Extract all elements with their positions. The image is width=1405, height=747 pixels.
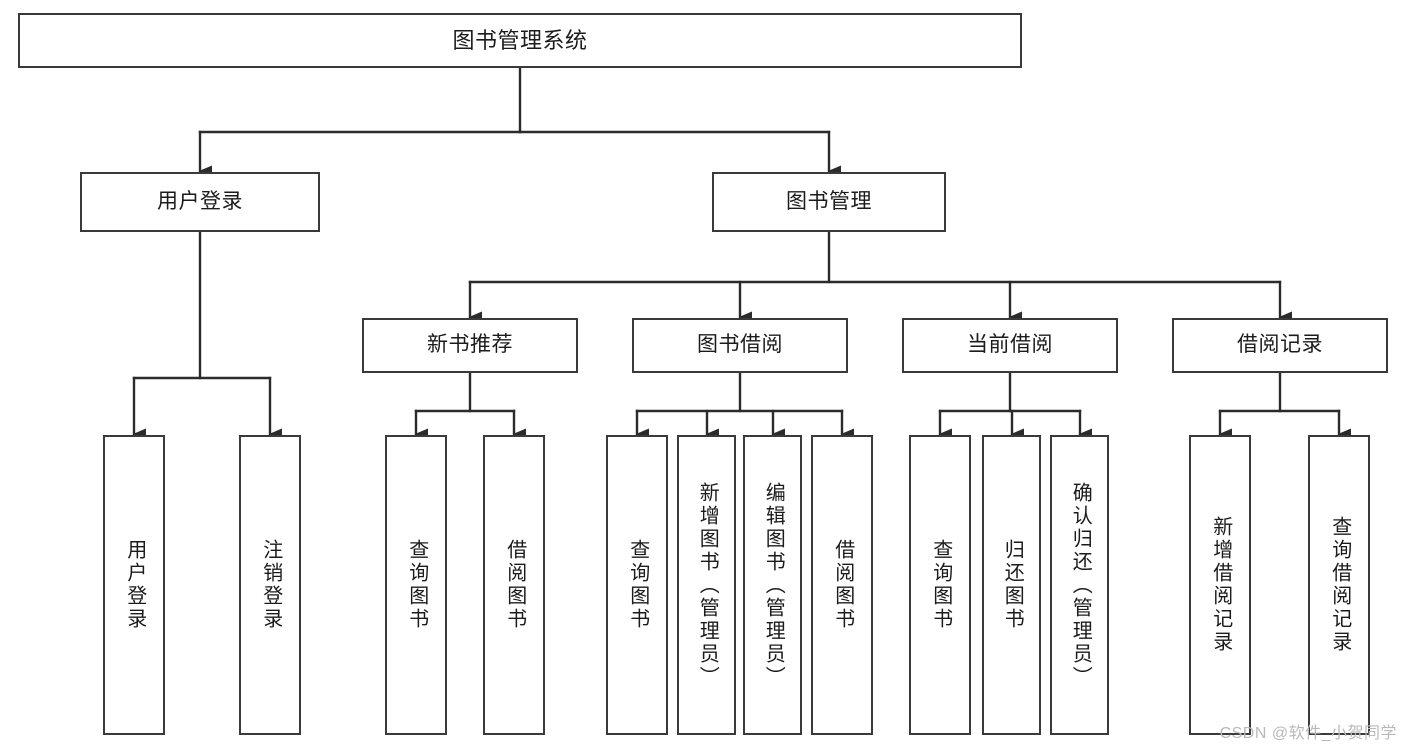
node-label: 用户登录: [123, 539, 146, 631]
node-label: 查询图书: [929, 539, 952, 631]
node-query-borrowing-record[interactable]: 查询借阅记录: [1308, 435, 1370, 735]
node-label: 用户登录: [157, 189, 243, 213]
node-query-book-borrowing[interactable]: 查询图书: [606, 435, 668, 735]
node-book-management[interactable]: 图书管理: [712, 172, 946, 232]
node-label: 新增图书（管理员）: [696, 481, 719, 689]
node-label: 查询图书: [405, 539, 428, 631]
node-label: 归还图书: [1001, 539, 1024, 631]
node-label: 编辑图书（管理员）: [762, 481, 785, 689]
node-label: 查询借阅记录: [1328, 516, 1351, 654]
node-add-book-admin[interactable]: 新增图书（管理员）: [677, 435, 736, 735]
node-label: 图书借阅: [697, 333, 783, 357]
node-user-login-leaf[interactable]: 用户登录: [103, 435, 165, 735]
node-book-borrowing[interactable]: 图书借阅: [632, 318, 848, 373]
node-label: 当前借阅: [967, 333, 1053, 357]
node-user-logout[interactable]: 注销登录: [239, 435, 301, 735]
node-label: 查询图书: [626, 539, 649, 631]
node-label: 新书推荐: [427, 333, 513, 357]
node-borrowing-record[interactable]: 借阅记录: [1172, 318, 1388, 373]
node-new-book-recommendation[interactable]: 新书推荐: [362, 318, 578, 373]
node-label: 借阅图书: [503, 539, 526, 631]
node-label: 借阅图书: [831, 539, 854, 631]
node-borrow-book-borrowing[interactable]: 借阅图书: [811, 435, 873, 735]
node-user-login[interactable]: 用户登录: [80, 172, 320, 232]
node-label: 图书管理: [786, 189, 872, 213]
node-borrow-book-recommendation[interactable]: 借阅图书: [483, 435, 545, 735]
node-label: 图书管理系统: [452, 27, 588, 53]
node-current-borrowing[interactable]: 当前借阅: [902, 318, 1118, 373]
node-query-book-current[interactable]: 查询图书: [909, 435, 971, 735]
node-add-borrowing-record[interactable]: 新增借阅记录: [1189, 435, 1251, 735]
node-label: 新增借阅记录: [1209, 516, 1232, 654]
node-edit-book-admin[interactable]: 编辑图书（管理员）: [743, 435, 802, 735]
node-root-system[interactable]: 图书管理系统: [18, 13, 1022, 68]
node-label: 借阅记录: [1237, 333, 1323, 357]
watermark-text: CSDN @软件_小贺同学: [1219, 725, 1397, 742]
node-label: 确认归还（管理员）: [1069, 481, 1092, 689]
node-query-book-recommendation[interactable]: 查询图书: [385, 435, 447, 735]
node-label: 注销登录: [259, 539, 282, 631]
node-confirm-return-admin[interactable]: 确认归还（管理员）: [1050, 435, 1109, 735]
node-return-book[interactable]: 归还图书: [982, 435, 1041, 735]
